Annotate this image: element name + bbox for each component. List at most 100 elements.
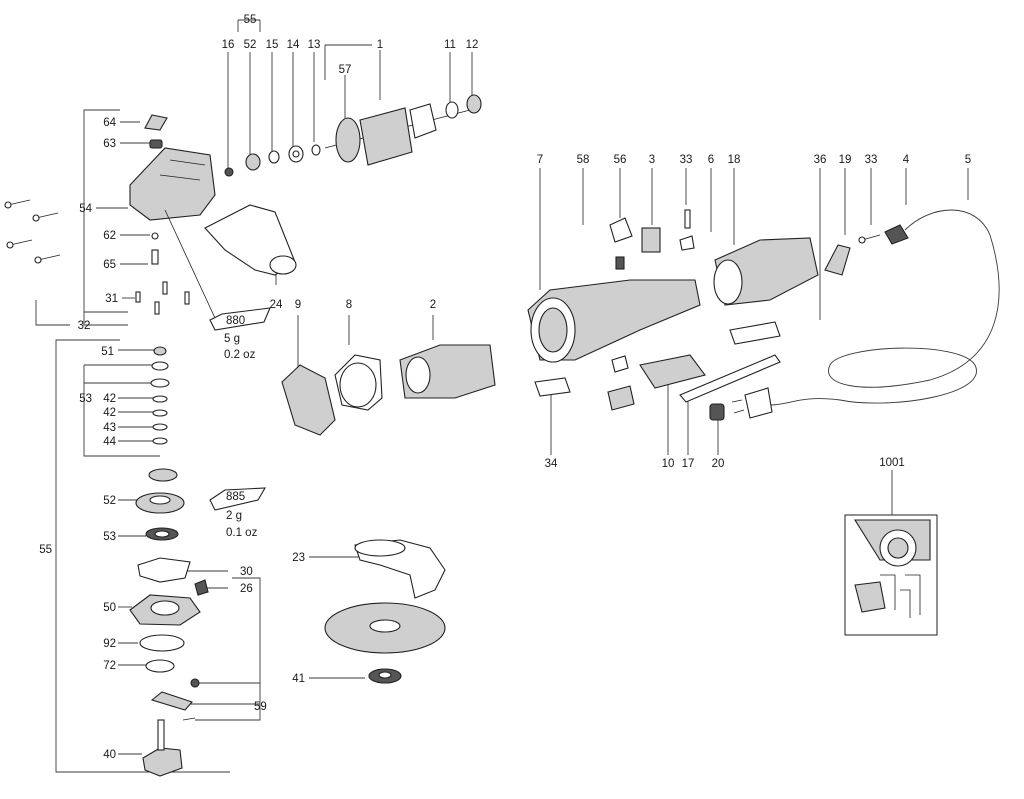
- parts: [4, 94, 1000, 777]
- label-31: 31: [105, 293, 118, 305]
- part-72: [145, 659, 175, 673]
- label-14: 14: [287, 39, 300, 51]
- part-10: [639, 354, 706, 389]
- label-18: 18: [728, 154, 741, 166]
- part-33-b: [858, 236, 866, 244]
- part-92: [139, 634, 185, 652]
- part-15: [268, 150, 280, 164]
- label-72: 72: [103, 660, 116, 672]
- label-57: 57: [339, 64, 352, 76]
- label-34: 34: [545, 458, 558, 470]
- screw-group-32: [4, 199, 61, 264]
- label-26: 26: [240, 583, 253, 595]
- label-43: 43: [103, 422, 116, 434]
- part-20: [709, 403, 725, 421]
- part-5-cable: [769, 209, 1000, 406]
- label-10: 10: [662, 458, 675, 470]
- part-59-spring: [182, 717, 196, 721]
- part-screw-c: [184, 291, 190, 305]
- part-33-a: [684, 209, 691, 229]
- label-40: 40: [103, 749, 116, 761]
- label-92: 92: [103, 638, 116, 650]
- label-20: 20: [712, 458, 725, 470]
- label-53-b: 53: [103, 531, 116, 543]
- note-grease-885-weight: 2 g: [226, 510, 242, 522]
- part-43: [152, 423, 168, 431]
- grease-tube-885: [209, 487, 266, 511]
- label-56: 56: [614, 154, 627, 166]
- label-59: 59: [254, 701, 267, 713]
- part-12: [466, 94, 482, 114]
- part-34: [534, 377, 571, 397]
- part-44: [152, 437, 168, 445]
- label-64: 64: [103, 117, 116, 129]
- note-grease-880-weight: 5 g: [224, 333, 240, 345]
- label-5: 5: [965, 154, 971, 166]
- label-11: 11: [444, 39, 456, 51]
- part-65: [151, 249, 159, 265]
- label-32: 32: [78, 320, 91, 332]
- label-15: 15: [266, 39, 279, 51]
- part-57-fan: [335, 117, 361, 163]
- part-56: [609, 217, 633, 243]
- label-52-top: 52: [244, 39, 257, 51]
- label-50: 50: [103, 602, 116, 614]
- note-grease-885-oz: 0.1 oz: [226, 527, 258, 539]
- part-58: [615, 256, 625, 270]
- label-41: 41: [292, 673, 305, 685]
- part-5-plug: [744, 387, 773, 419]
- part-3: [641, 227, 661, 253]
- label-33-b: 33: [865, 154, 878, 166]
- label-42-a: 42: [103, 393, 116, 405]
- part-9: [281, 364, 336, 436]
- label-1001: 1001: [879, 457, 905, 469]
- label-9: 9: [295, 299, 301, 311]
- label-55-side: 55: [39, 544, 52, 556]
- label-65: 65: [103, 259, 116, 271]
- label-19: 19: [839, 154, 852, 166]
- label-23: 23: [292, 552, 305, 564]
- part-6: [679, 235, 695, 251]
- part-screw-a: [162, 281, 168, 295]
- label-51: 51: [101, 346, 114, 358]
- part-52-pinion: [245, 153, 261, 171]
- inset-1001-wiring: [844, 514, 938, 636]
- label-13: 13: [308, 39, 321, 51]
- part-36: [729, 321, 781, 345]
- label-24: 24: [270, 299, 283, 311]
- part-13: [311, 144, 321, 156]
- label-17: 17: [682, 458, 695, 470]
- part-19: [824, 244, 851, 276]
- label-53-a: 53: [79, 393, 92, 405]
- note-grease-880-code: 880: [226, 315, 245, 327]
- part-screw-b: [154, 301, 160, 315]
- part-53-washer-b: [150, 378, 170, 388]
- label-58: 58: [577, 154, 590, 166]
- part-42-a: [152, 395, 168, 403]
- label-1: 1: [377, 39, 383, 51]
- label-63: 63: [103, 138, 116, 150]
- part-53-bearing: [148, 468, 178, 482]
- label-8: 8: [346, 299, 352, 311]
- label-42-b: 42: [103, 407, 116, 419]
- part-31: [135, 291, 141, 303]
- part-59-lever: [150, 691, 193, 711]
- part-62: [151, 232, 159, 240]
- note-grease-880-oz: 0.2 oz: [224, 349, 256, 361]
- part-11: [445, 101, 459, 119]
- label-7: 7: [537, 154, 543, 166]
- part-42-b: [152, 409, 168, 417]
- part-26: [194, 579, 209, 596]
- part-64: [144, 114, 168, 131]
- part-53-washer-a: [151, 361, 169, 371]
- label-52-b: 52: [103, 495, 116, 507]
- part-4: [884, 224, 909, 245]
- label-30: 30: [240, 566, 253, 578]
- label-12: 12: [466, 39, 479, 51]
- part-17: [679, 354, 781, 403]
- part-30: [137, 557, 191, 583]
- label-6: 6: [708, 154, 714, 166]
- note-grease-885-code: 885: [226, 491, 245, 503]
